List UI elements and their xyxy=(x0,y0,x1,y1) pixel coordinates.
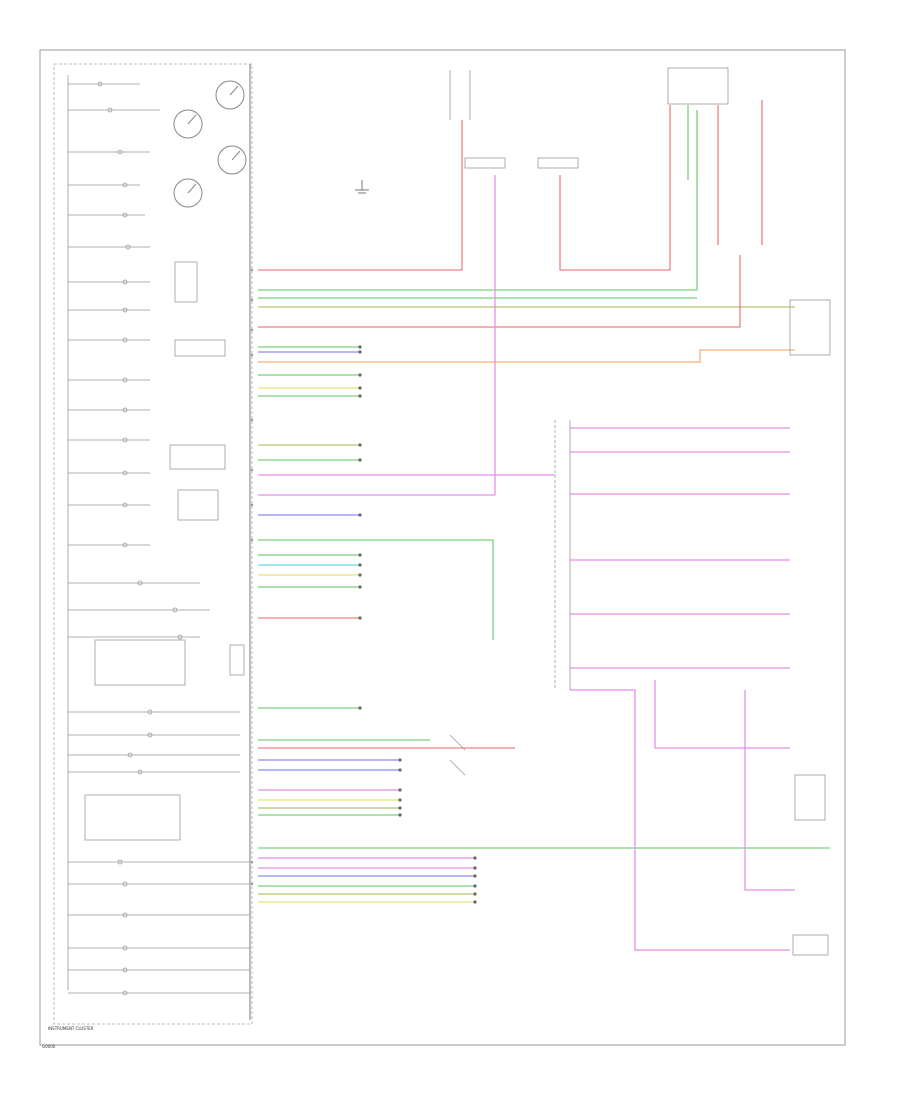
ground-icon xyxy=(355,180,369,194)
connector-icon xyxy=(398,768,402,772)
connector-icon xyxy=(398,813,402,817)
wire-pink-r8 xyxy=(654,680,790,749)
top-feed-blocks xyxy=(449,67,831,356)
wire-red-top-1 xyxy=(559,105,671,271)
wire-orange xyxy=(258,349,795,363)
connector-icon xyxy=(473,866,477,870)
colored-wires xyxy=(258,100,830,951)
connector-icon xyxy=(358,458,362,462)
connector-icon xyxy=(358,443,362,447)
connector-icon xyxy=(358,386,362,390)
connector-icon xyxy=(358,394,362,398)
connector-icon xyxy=(358,585,362,589)
page-frame xyxy=(39,49,846,1046)
speedometer-gauge-icon xyxy=(215,80,245,110)
wire-pink-r9 xyxy=(744,690,795,891)
instrument-cluster-box xyxy=(53,63,253,1025)
connector-icon xyxy=(398,758,402,762)
wire-green-1 xyxy=(258,110,698,291)
wire-pink-r7 xyxy=(570,689,790,951)
connector-icon xyxy=(358,706,362,710)
connector-icon xyxy=(473,892,477,896)
page-code: G0000 xyxy=(42,1044,56,1049)
connector-icon xyxy=(358,563,362,567)
connector-icon xyxy=(358,373,362,377)
cluster-switch-icon xyxy=(84,261,245,841)
wire-pink-2 xyxy=(258,175,496,496)
fuel-gauge-icon xyxy=(217,145,247,175)
connector-icon xyxy=(358,345,362,349)
connector-icon xyxy=(358,616,362,620)
wire-red-feed xyxy=(258,120,463,271)
connector-icon xyxy=(398,788,402,792)
connector-icon xyxy=(473,856,477,860)
connector-icon xyxy=(473,884,477,888)
connector-icon xyxy=(398,806,402,810)
wire-red-2 xyxy=(258,255,741,328)
connector-icon xyxy=(358,350,362,354)
connector-icon xyxy=(473,900,477,904)
panel-light-switch-icon xyxy=(449,734,466,776)
temperature-gauge-icon xyxy=(173,178,203,208)
footer-caption: INSTRUMENT CLUSTER xyxy=(48,1026,94,1031)
connector-icon xyxy=(358,553,362,557)
wire-green-7 xyxy=(258,539,494,640)
cluster-connector-pins xyxy=(250,268,254,886)
connector-icon xyxy=(358,513,362,517)
connector-icon xyxy=(358,573,362,577)
connector-icon xyxy=(473,874,477,878)
indicator-lamp-rows xyxy=(68,81,250,996)
connector-icon xyxy=(398,798,402,802)
tachometer-gauge-icon xyxy=(173,109,203,139)
right-side-components xyxy=(554,420,829,956)
